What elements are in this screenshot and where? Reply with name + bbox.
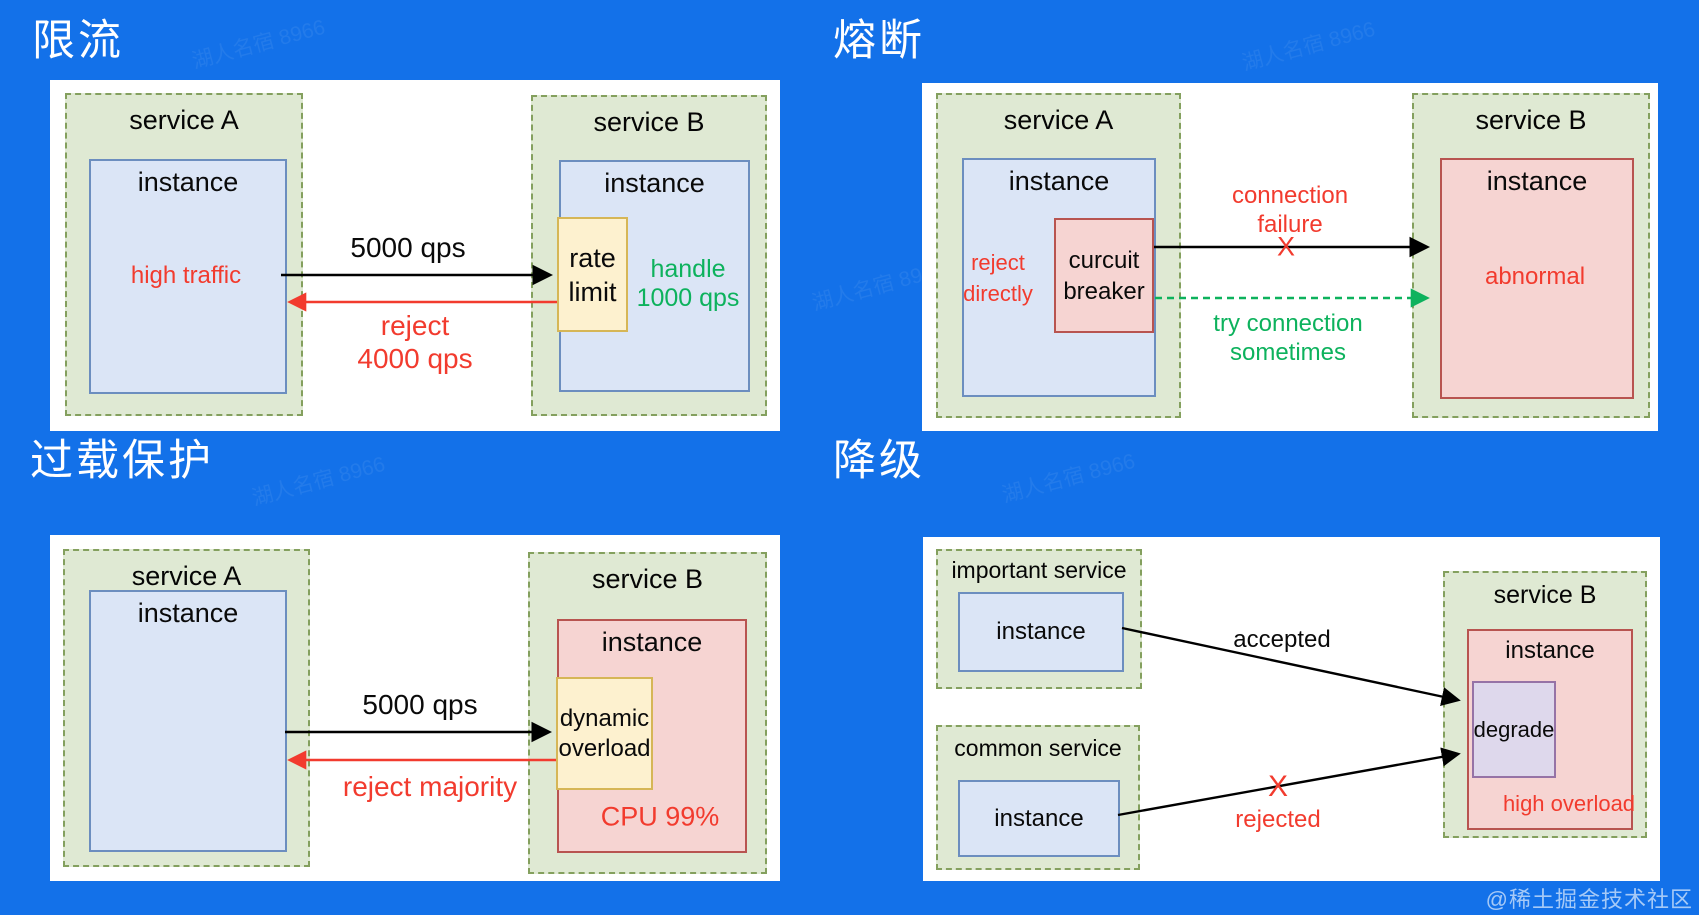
- forward-qps-label: 5000 qps: [362, 689, 478, 720]
- section-title-rate-limit: 限流: [32, 17, 124, 65]
- degrade-label: degrade: [1473, 716, 1555, 742]
- dynamic-overload-line1: dynamic: [559, 704, 650, 732]
- panel-degrade: important service instance common servic…: [923, 537, 1660, 881]
- instance-label: instance: [601, 627, 703, 657]
- instance-box: instance: [89, 159, 287, 394]
- connection-failure-line1: connection: [1231, 182, 1349, 209]
- rate-limit-line2: limit: [568, 276, 617, 307]
- failure-x-mark: X: [1276, 231, 1296, 262]
- breaker-line2: breaker: [1063, 277, 1145, 305]
- degrade-box: degrade: [1472, 681, 1556, 778]
- service-a-label: service A: [129, 105, 239, 135]
- abnormal-label: abnormal: [1484, 263, 1586, 290]
- dynamic-overload-box: dynamic overload: [556, 677, 653, 790]
- watermark-diagonal: 湖人名宿 8966: [249, 452, 388, 511]
- instance-label: instance: [1486, 166, 1588, 196]
- try-connection-label: try connection sometimes: [1213, 309, 1362, 367]
- circuit-breaker-box: curcuit breaker: [1054, 218, 1154, 333]
- high-traffic-label: high traffic: [130, 262, 242, 289]
- reject-directly-line1: reject: [971, 250, 1025, 275]
- service-b-label: service B: [1475, 105, 1587, 135]
- section-title-degrade: 降级: [833, 437, 925, 485]
- service-b-box: service B instance degrade high overload: [1443, 571, 1647, 838]
- watermark-diagonal: 湖人名宿 8966: [999, 449, 1138, 508]
- reject-directly-line2: directly: [963, 281, 1033, 306]
- forward-qps-label: 5000 qps: [350, 232, 466, 263]
- rate-limit-line1: rate: [569, 242, 616, 273]
- instance-label: instance: [994, 804, 1084, 832]
- reject-directly-label: reject directly: [963, 247, 1033, 309]
- rejected-label: rejected: [1235, 806, 1321, 833]
- instance-box: instance: [958, 780, 1120, 857]
- important-service-label: important service: [951, 557, 1127, 583]
- instance-label: instance: [137, 598, 239, 628]
- accepted-label: accepted: [1233, 626, 1331, 653]
- service-a-label: service A: [1003, 105, 1114, 135]
- handle-qps-label: handle 1000 qps: [637, 255, 740, 313]
- common-service-label: common service: [954, 735, 1122, 761]
- section-title-circuit-break: 熔断: [833, 17, 925, 65]
- instance-label: instance: [1505, 637, 1595, 664]
- service-b-box: service B instance: [1412, 93, 1650, 418]
- breaker-line1: curcuit: [1068, 246, 1140, 274]
- connection-failure-label: connection failure: [1232, 181, 1348, 239]
- service-b-label: service B: [593, 107, 705, 137]
- watermark-diagonal: 湖人名宿 8966: [1239, 17, 1378, 76]
- reject-majority-label: reject majority: [342, 771, 518, 802]
- panel-rate-limit: service A instance service B instance ra…: [50, 80, 780, 431]
- watermark-diagonal: 湖人名宿 8966: [189, 15, 328, 74]
- service-a-box: service A instance: [63, 549, 310, 867]
- handle-line2: 1000 qps: [636, 284, 740, 312]
- panel-circuit-break: service A instance service B instance cu…: [922, 83, 1658, 431]
- connection-failure-line2: failure: [1257, 211, 1323, 238]
- common-service-box: common service instance: [936, 725, 1140, 870]
- cpu-status-label: CPU 99%: [600, 801, 720, 832]
- instance-label: instance: [604, 168, 705, 198]
- dynamic-overload-line2: overload: [558, 734, 651, 762]
- important-service-box: important service instance: [936, 549, 1142, 689]
- handle-line1: handle: [650, 255, 726, 283]
- rate-limit-box: rate limit: [557, 217, 628, 332]
- instance-box: instance: [1440, 158, 1634, 399]
- reject-label-line1: reject: [380, 310, 450, 341]
- panel-overload: service A instance service B instance dy…: [50, 535, 780, 881]
- section-title-overload: 过载保护: [30, 437, 214, 485]
- try-connection-line2: sometimes: [1229, 339, 1347, 366]
- instance-box: instance degrade high overload: [1467, 629, 1636, 830]
- instance-label: instance: [137, 167, 239, 197]
- instance-box: instance: [958, 592, 1124, 672]
- instance-box: instance: [89, 590, 287, 852]
- service-b-label: service B: [1493, 581, 1597, 609]
- service-b-label: service B: [591, 564, 704, 594]
- instance-label: instance: [996, 618, 1086, 645]
- service-b-box: service B instance: [531, 95, 767, 416]
- service-a-label: service A: [131, 561, 242, 591]
- instance-label: instance: [1008, 166, 1110, 196]
- service-a-box: service A instance: [65, 93, 303, 416]
- try-connection-line1: try connection: [1213, 310, 1363, 337]
- rejected-x-mark: X: [1267, 770, 1289, 803]
- high-overload-label: high overload: [1502, 791, 1636, 816]
- community-watermark: @稀土掘金技术社区: [1485, 887, 1693, 912]
- reject-label-line2: 4000 qps: [357, 343, 473, 374]
